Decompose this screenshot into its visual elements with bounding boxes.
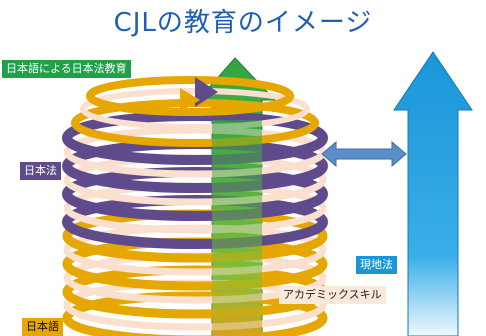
- label-local-law: 現地法: [356, 256, 397, 274]
- local-law-arrow: [393, 51, 473, 336]
- coil-arrowhead-purple: [195, 77, 218, 107]
- label-japanese-law: 日本法: [20, 162, 61, 180]
- connector-arrow: [321, 140, 407, 168]
- page-title: CJLの教育のイメージ: [113, 8, 373, 38]
- coil-arrowhead-gold: [180, 88, 200, 112]
- label-academic-skills: アカデミックスキル: [279, 286, 386, 304]
- label-japanese-legal-education: 日本語による日本法教育: [2, 60, 131, 78]
- label-japanese-language: 日本語: [22, 318, 63, 336]
